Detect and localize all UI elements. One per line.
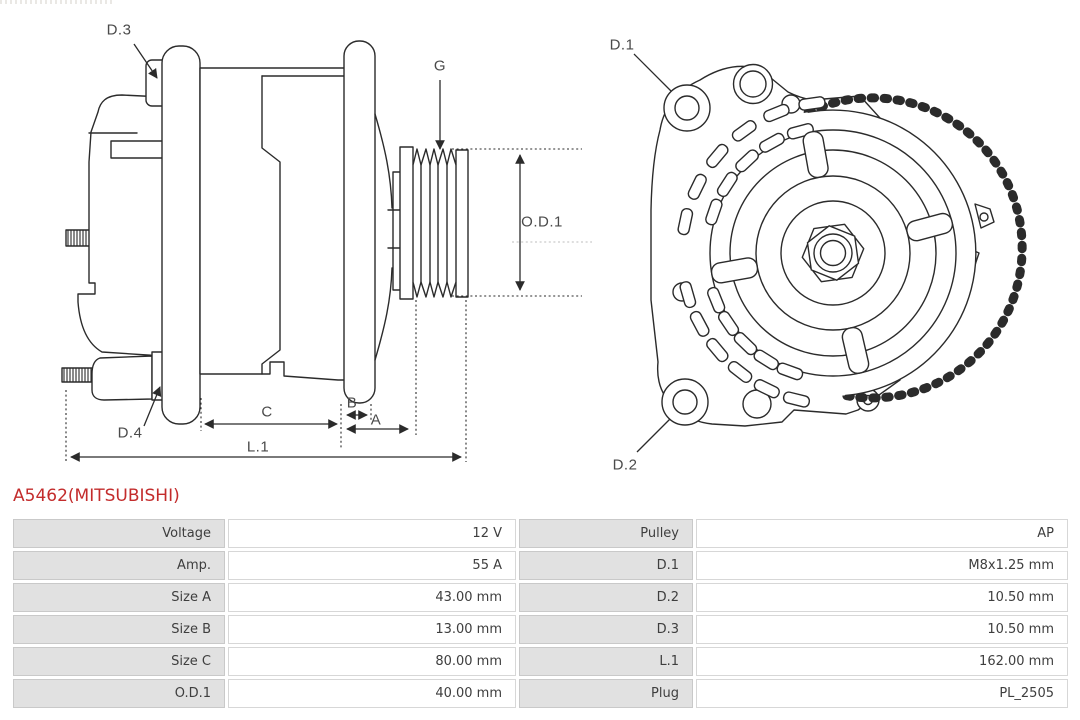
spec-value: 55 A <box>228 551 516 580</box>
spec-label: Voltage <box>13 519 225 548</box>
side-view <box>61 40 469 425</box>
dim-label-a: A <box>370 411 382 429</box>
technical-drawing: D.3 G O.D.1 D.4 C B A L.1 D.1 D.2 <box>61 21 1027 474</box>
spec-value: M8x1.25 mm <box>696 551 1068 580</box>
dim-label-d3: D.3 <box>106 21 132 39</box>
spec-label: Plug <box>519 679 693 708</box>
table-row: Size A 43.00 mm D.2 10.50 mm <box>13 583 1068 612</box>
spec-value: 43.00 mm <box>228 583 516 612</box>
spec-value: PL_2505 <box>696 679 1068 708</box>
dimension-lines <box>65 43 592 462</box>
spec-label: Pulley <box>519 519 693 548</box>
table-row: Voltage 12 V Pulley AP <box>13 519 1068 548</box>
dim-label-d1: D.1 <box>609 36 635 54</box>
dim-label-g: G <box>433 57 447 75</box>
spec-value: 13.00 mm <box>228 615 516 644</box>
spec-label: D.1 <box>519 551 693 580</box>
dim-label-od1: O.D.1 <box>521 213 563 231</box>
spec-value: 40.00 mm <box>228 679 516 708</box>
spec-label: D.2 <box>519 583 693 612</box>
spec-value: AP <box>696 519 1068 548</box>
table-row: Size B 13.00 mm D.3 10.50 mm <box>13 615 1068 644</box>
dim-label-c: C <box>261 403 273 421</box>
spec-label: Amp. <box>13 551 225 580</box>
spec-label: L.1 <box>519 647 693 676</box>
dim-label-b: B <box>346 394 358 412</box>
spec-label: D.3 <box>519 615 693 644</box>
dim-label-d4: D.4 <box>117 424 143 442</box>
table-row: Size C 80.00 mm L.1 162.00 mm <box>13 647 1068 676</box>
spec-value: 12 V <box>228 519 516 548</box>
spec-label: Size A <box>13 583 225 612</box>
logo-remnant <box>0 0 112 4</box>
table-row: O.D.1 40.00 mm Plug PL_2505 <box>13 679 1068 708</box>
spec-label: Size B <box>13 615 225 644</box>
dim-label-d2: D.2 <box>612 456 638 474</box>
spec-label: O.D.1 <box>13 679 225 708</box>
dim-label-l1: L.1 <box>246 438 270 456</box>
spec-value: 80.00 mm <box>228 647 516 676</box>
spec-value: 162.00 mm <box>696 647 1068 676</box>
part-number-title: A5462(MITSUBISHI) <box>13 486 180 506</box>
spec-value: 10.50 mm <box>696 615 1068 644</box>
table-row: Amp. 55 A D.1 M8x1.25 mm <box>13 551 1068 580</box>
spec-label: Size C <box>13 647 225 676</box>
front-view <box>633 53 1027 453</box>
spec-table: Voltage 12 V Pulley AP Amp. 55 A D.1 M8x… <box>10 516 1071 711</box>
alternator-drawing-svg <box>61 40 1027 462</box>
spec-value: 10.50 mm <box>696 583 1068 612</box>
